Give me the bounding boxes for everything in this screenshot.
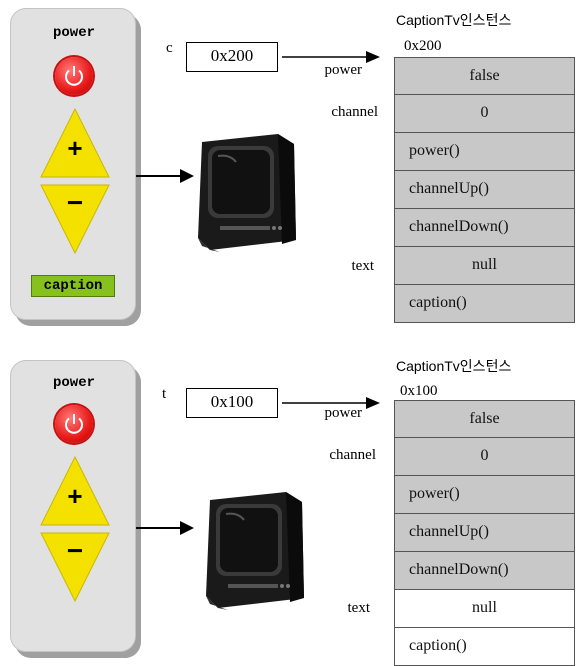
cell-power-method: power() [394,133,575,171]
tv-image [206,492,304,610]
instance-address: 0x200 [404,38,442,54]
cell-power-value: false [394,57,575,95]
cell-power-value: false [394,400,575,438]
instance-address: 0x100 [400,383,438,399]
field-label-channel: channel [331,104,378,120]
reference-value: 0x200 [186,42,278,72]
channel-up-button[interactable] [39,455,111,527]
cell-text-value: null [394,590,575,628]
remote-to-tv-arrow [136,521,194,535]
channel-down-button[interactable] [39,183,111,255]
reference-arrow [282,397,380,409]
remote-control-top: power + − caption [10,8,136,320]
field-label-power: power [324,405,363,421]
reference-value: 0x100 [186,388,278,418]
field-label-text: text [347,600,371,616]
power-button[interactable] [55,405,93,443]
plus-sign: + [67,133,83,163]
remote-to-tv-arrow [136,169,194,183]
channel-down-button[interactable] [39,531,111,603]
power-label: power [52,25,95,41]
field-label-channel: channel [329,447,376,463]
cell-channeldown-method: channelDown() [394,552,575,590]
field-label-power: power [324,62,363,78]
instance-box: false 0 power() channelUp() channelDown(… [394,400,575,666]
minus-sign: − [66,187,84,218]
plus-sign: + [67,481,83,511]
tv-image [198,134,296,252]
channel-up-button[interactable] [39,107,111,179]
field-label-text: text [351,258,375,274]
caption-button[interactable]: caption [31,275,115,297]
power-icon [65,66,83,86]
instance-header: CaptionTv인스턴스 [396,358,512,374]
remote-control-bottom: power + − [10,360,136,652]
cell-text-value: null [394,247,575,285]
instance-box: false 0 power() channelUp() channelDown(… [394,57,575,323]
cell-caption-method: caption() [394,628,575,666]
cell-channeldown-method: channelDown() [394,209,575,247]
instance-header: CaptionTv인스턴스 [396,12,512,28]
variable-name: t [162,386,167,402]
power-button[interactable] [55,57,93,95]
minus-sign: − [66,535,84,566]
cell-channelup-method: channelUp() [394,171,575,209]
cell-channelup-method: channelUp() [394,514,575,552]
cell-channel-value: 0 [394,95,575,133]
power-label: power [52,375,95,391]
variable-name: c [166,40,173,56]
cell-power-method: power() [394,476,575,514]
cell-channel-value: 0 [394,438,575,476]
reference-arrow [282,51,380,63]
power-icon [65,414,83,434]
cell-caption-method: caption() [394,285,575,323]
